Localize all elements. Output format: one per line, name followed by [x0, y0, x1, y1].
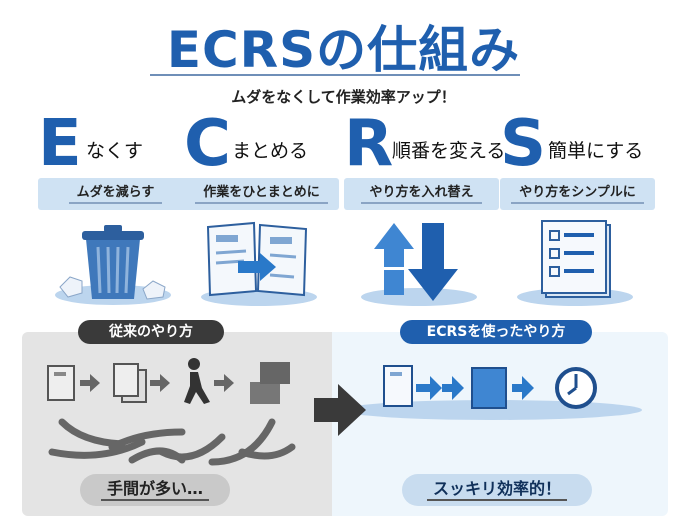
documents-icon [113, 363, 147, 403]
big-arrow-icon [314, 384, 366, 436]
checklist-icon [517, 220, 633, 306]
old-method-result: 手間が多い… [80, 474, 230, 506]
ecrs-method-label: ECRSを使ったやり方 [400, 320, 592, 344]
step-tag-text: ムダを減らす [68, 185, 163, 204]
step-tag: 作業をひとまとめに [184, 178, 339, 210]
step-tag-text: 作業をひとまとめに [195, 185, 328, 204]
tangled-arrows-icon [48, 418, 296, 466]
arrow-icon [442, 376, 464, 400]
step-heading: 順番を変える [392, 140, 506, 162]
box-icon [471, 367, 507, 409]
arrow-icon [80, 374, 100, 392]
walking-person-icon [184, 358, 210, 404]
old-workflow-illustration [47, 358, 296, 466]
step-letter: E [38, 107, 82, 181]
step-letter: R [344, 107, 394, 181]
step-tag: やり方を入れ替え [344, 178, 499, 210]
step-tag: やり方をシンプルに [500, 178, 655, 210]
ecrs-workflow-illustration [342, 365, 642, 420]
page-title: ECRSの仕組み [166, 21, 521, 79]
document-icon [47, 365, 75, 401]
arrow-icon [214, 374, 234, 392]
step-letter: S [500, 107, 547, 181]
subtitle: ムダをなくして作業効率アップ！ [231, 88, 456, 106]
title-underline [150, 74, 520, 76]
old-method-label: 従来のやり方 [78, 320, 224, 344]
step-tag-text: やり方をシンプルに [511, 185, 644, 204]
step-tag-text: やり方を入れ替え [361, 185, 482, 204]
trash-can-icon [55, 225, 171, 305]
step-heading: まとめる [232, 140, 309, 162]
step-heading: 簡単にする [548, 140, 644, 162]
clock-icon [555, 367, 597, 409]
boxes-icon [250, 362, 290, 404]
merge-documents-icon [201, 221, 317, 306]
step-tag: ムダを減らす [38, 178, 193, 210]
ecrs-method-result: スッキリ効率的！ [402, 474, 592, 506]
old-result-text: 手間が多い… [100, 479, 209, 501]
document-icon [383, 365, 413, 407]
new-result-text: スッキリ効率的！ [426, 479, 567, 501]
arrow-icon [150, 374, 170, 392]
step-letter: C [184, 107, 231, 181]
swap-arrows-icon [361, 223, 477, 306]
step-heading: なくす [86, 140, 144, 162]
arrow-icon [512, 376, 534, 400]
arrow-icon [416, 376, 442, 400]
